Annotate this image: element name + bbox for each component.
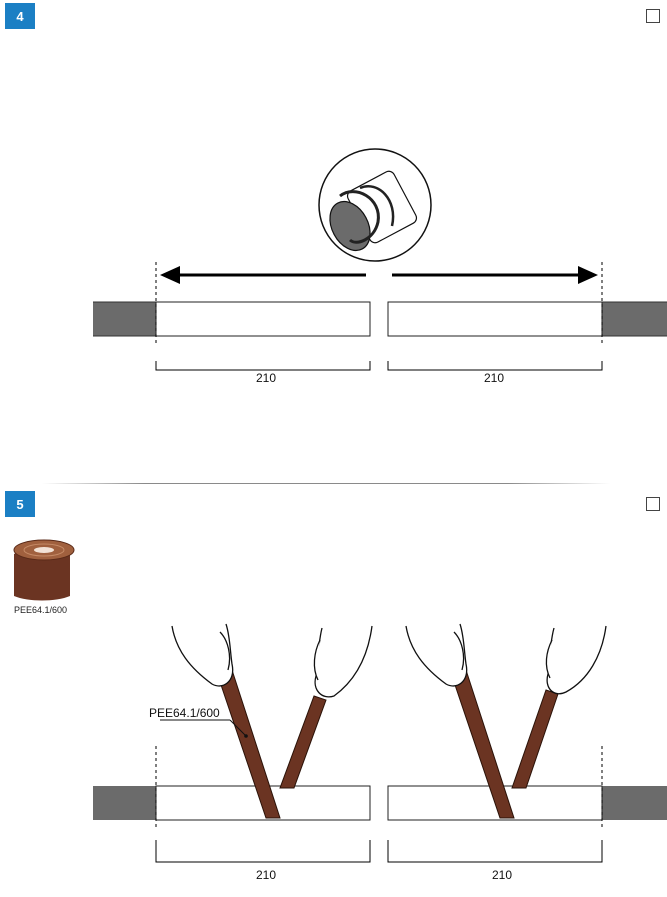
dimension-bracket-right — [387, 361, 603, 371]
dimension-bracket-left-5 — [155, 840, 371, 863]
insulation-sleeve-left — [155, 301, 371, 337]
step-4-number: 4 — [16, 8, 24, 24]
wrap-detail-inset — [318, 148, 432, 262]
step-5-illustration: PEE64.1/600 210 210 — [93, 623, 667, 882]
hand-right-2 — [545, 625, 607, 695]
dimension-label-left: 210 — [256, 371, 276, 385]
dimension-label-left-5: 210 — [256, 868, 276, 882]
arrow-right — [392, 266, 598, 284]
pipe-right-end-5 — [602, 786, 667, 820]
pipe-left-end — [93, 301, 156, 337]
step-4-badge: 4 — [5, 3, 35, 29]
dimension-bracket-left — [155, 361, 371, 371]
section-divider — [42, 483, 610, 484]
step-5-number: 5 — [16, 496, 24, 512]
insulation-sleeve-right — [387, 301, 603, 337]
dimension-label-right-5: 210 — [492, 868, 512, 882]
hand-right-1 — [405, 623, 468, 687]
hand-left-1 — [171, 623, 234, 687]
tape-strip-left-b — [279, 695, 327, 789]
dimension-label-right: 210 — [484, 371, 504, 385]
tape-strip-right-b — [511, 689, 559, 789]
tape-callout-label: PEE64.1/600 — [149, 706, 220, 720]
arrow-left — [160, 266, 366, 284]
dimension-bracket-right-5 — [387, 840, 603, 863]
pipe-left-end-5 — [93, 786, 156, 820]
step-5-checkbox[interactable] — [646, 497, 660, 511]
step-5-badge: 5 — [5, 491, 35, 517]
hand-left-2 — [313, 625, 373, 698]
step-4-illustration: 210 210 — [93, 148, 667, 385]
tape-roll-product-image — [13, 539, 75, 601]
pipe-right-end — [602, 301, 667, 337]
product-code-label: PEE64.1/600 — [14, 605, 68, 615]
tape-callout — [160, 719, 248, 738]
step-4-checkbox[interactable] — [646, 9, 660, 23]
